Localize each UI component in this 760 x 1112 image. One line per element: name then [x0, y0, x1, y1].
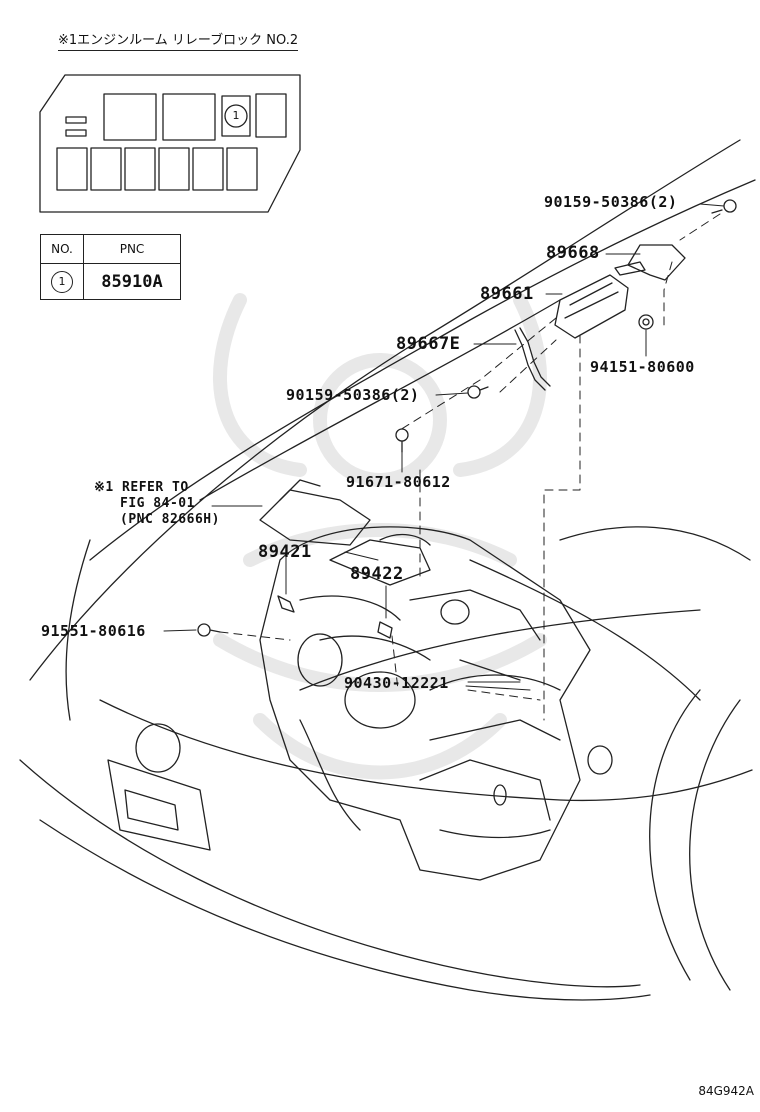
- relay-block: [39, 74, 301, 213]
- body-outline: [19, 139, 756, 1001]
- part-label-89422[interactable]: 89422: [350, 564, 404, 584]
- part-label-90430-12221[interactable]: 90430-12221: [344, 674, 449, 692]
- engine-assembly: [259, 479, 591, 881]
- relay-marker-number: 1: [232, 109, 240, 122]
- table-row: 1 85910A: [40, 263, 181, 300]
- bracket-89668-shape: [627, 244, 686, 281]
- part-label-89421[interactable]: 89421: [258, 542, 312, 562]
- watermark-logo: [213, 293, 547, 780]
- part-label-91551-80616[interactable]: 91551-80616: [41, 622, 146, 640]
- pnc-header-pnc: PNC: [83, 234, 181, 264]
- pnc-header-no: NO.: [40, 234, 84, 264]
- relay-block-title: ※1エンジンルーム リレーブロック NO.2: [58, 29, 299, 51]
- part-label-89667e[interactable]: 89667E: [396, 334, 461, 354]
- reference-note: ※1 REFER TO FIG 84-01 (PNC 82666H): [94, 480, 220, 528]
- part-label-90159-50386-upper[interactable]: 90159-50386(2): [544, 193, 678, 211]
- leader-lines: [163, 203, 725, 691]
- part-label-89668[interactable]: 89668: [546, 243, 600, 263]
- pnc-table-header-row: NO. PNC: [40, 234, 181, 264]
- pnc-row-no: 1: [51, 271, 73, 293]
- figure-id: 84G942A: [698, 1084, 754, 1098]
- part-label-94151-80600[interactable]: 94151-80600: [590, 358, 695, 376]
- dashed-guide-lines: [219, 213, 721, 721]
- part-label-89661[interactable]: 89661: [480, 284, 534, 304]
- pnc-row-value[interactable]: 85910A: [83, 263, 181, 300]
- part-label-90159-50386-lower[interactable]: 90159-50386(2): [286, 386, 420, 404]
- reference-line-3: (PNC 82666H): [120, 512, 220, 527]
- ecu-parts: [197, 199, 737, 639]
- relay-marker-circle: [224, 104, 248, 128]
- ecu-89661-shape: [554, 274, 629, 339]
- bracket-89667e-shape: [514, 329, 546, 391]
- part-label-91671-80612[interactable]: 91671-80612: [346, 473, 451, 491]
- reference-line-2[interactable]: FIG 84-01: [120, 496, 195, 511]
- pnc-table: NO. PNC 1 85910A: [40, 234, 181, 300]
- reference-line-1: ※1 REFER TO: [94, 480, 189, 495]
